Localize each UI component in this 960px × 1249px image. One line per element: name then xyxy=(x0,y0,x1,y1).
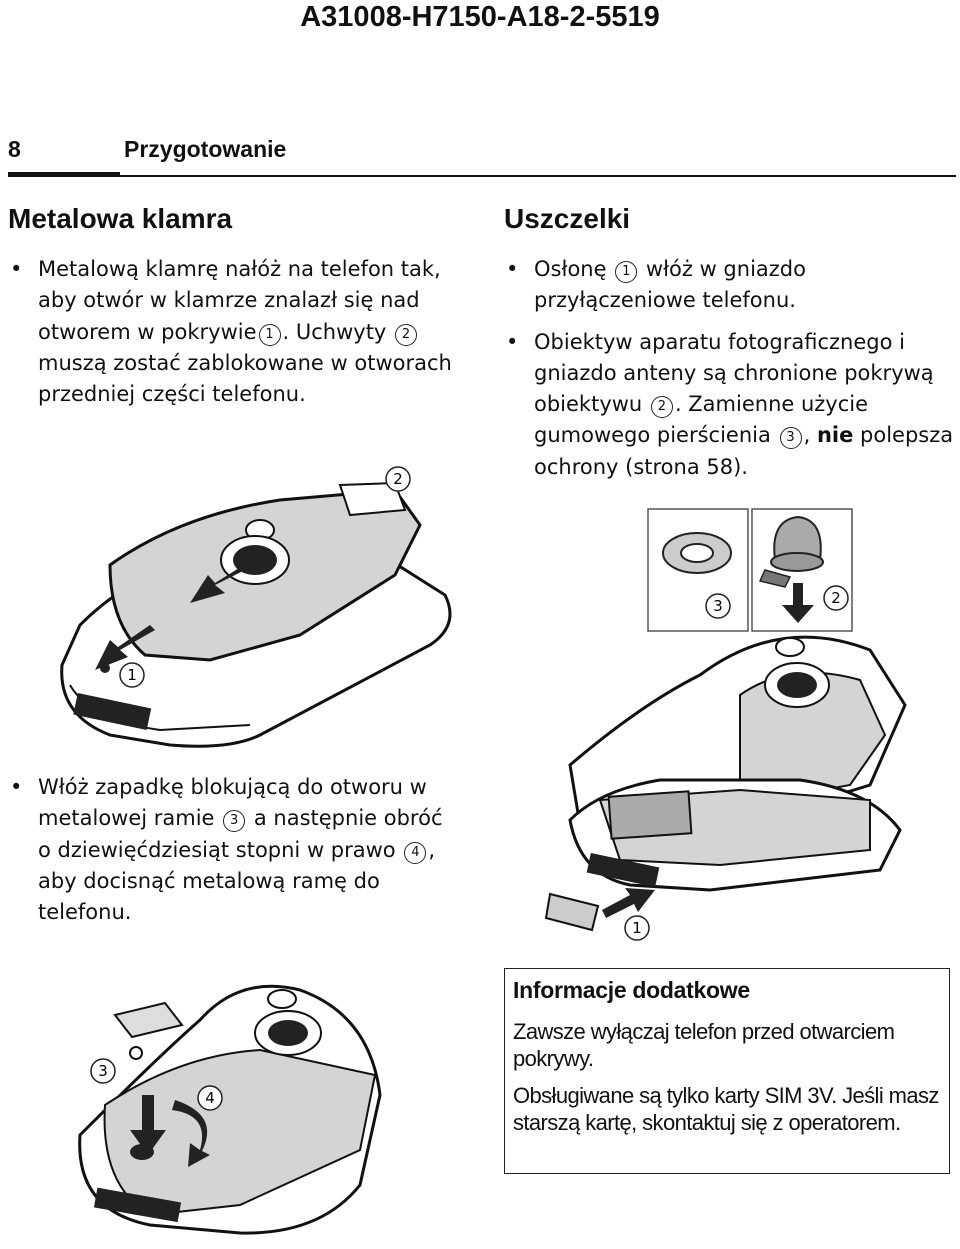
left-bullet-1: Metalową klamrę nałóż na telefon tak, ab… xyxy=(8,254,458,410)
info-box-paragraph: Zawsze wyłączaj telefon przed otwarciem … xyxy=(513,1019,895,1071)
callout-label: 4 xyxy=(197,1085,223,1111)
svg-text:3: 3 xyxy=(98,1062,108,1080)
callout-marker: 1 xyxy=(258,323,281,346)
right-bullet-2: Obiektyw aparatu fotograficznego i gniaz… xyxy=(504,327,954,483)
callout-label: 2 xyxy=(823,585,849,611)
svg-text:2: 2 xyxy=(831,589,841,607)
left-bullet-list-2: Włóż zapadkę blokującą do otworu w metal… xyxy=(8,772,458,928)
callout-label: 1 xyxy=(624,915,650,941)
figure-metal-clip: 2 1 xyxy=(60,466,452,748)
info-box: Informacje dodatkowe Zawsze wyłączaj tel… xyxy=(504,968,950,1174)
info-box-paragraph: Obsługiwane są tylko karty SIM 3V. Jeśli… xyxy=(513,1083,939,1135)
callout-marker: 4 xyxy=(404,841,427,864)
callout-label: 3 xyxy=(90,1058,116,1084)
page-number: 8 xyxy=(8,136,21,162)
figure-latch: 3 4 xyxy=(78,984,382,1235)
info-box-title: Informacje dodatkowe xyxy=(513,977,750,1003)
left-bullet-2: Włóż zapadkę blokującą do otworu w metal… xyxy=(8,772,458,928)
callout-marker: 2 xyxy=(650,396,673,419)
svg-text:4: 4 xyxy=(205,1089,215,1107)
header-rule-thick xyxy=(8,172,120,177)
callout-label: 3 xyxy=(705,593,731,619)
callout-marker: 1 xyxy=(615,261,638,283)
right-bullet-list: Osłonę 1 włóż w gniazdo przyłączeniowe t… xyxy=(504,254,954,483)
callout-marker: 3 xyxy=(779,427,802,450)
callout-marker: 3 xyxy=(223,810,246,833)
figure-connector-cover: 1 xyxy=(544,778,902,941)
left-bullet-list-1: Metalową klamrę nałóż na telefon tak, ab… xyxy=(8,254,458,410)
right-bullet-1: Osłonę 1 włóż w gniazdo przyłączeniowe t… xyxy=(504,254,954,317)
callout-label: 1 xyxy=(119,662,145,688)
figure-lens-cover: 3 2 xyxy=(568,508,907,827)
svg-text:1: 1 xyxy=(127,666,137,684)
header-rule xyxy=(120,175,956,177)
left-section-title: Metalowa klamra xyxy=(8,203,233,234)
section-title: Przygotowanie xyxy=(124,136,287,162)
right-section-title: Uszczelki xyxy=(504,203,631,234)
callout-label: 2 xyxy=(385,466,411,492)
svg-text:3: 3 xyxy=(713,597,723,615)
svg-text:1: 1 xyxy=(632,919,642,937)
svg-text:2: 2 xyxy=(393,470,403,488)
document-code: A31008-H7150-A18-2-5519 xyxy=(300,1,660,33)
callout-marker: 2 xyxy=(395,323,418,346)
